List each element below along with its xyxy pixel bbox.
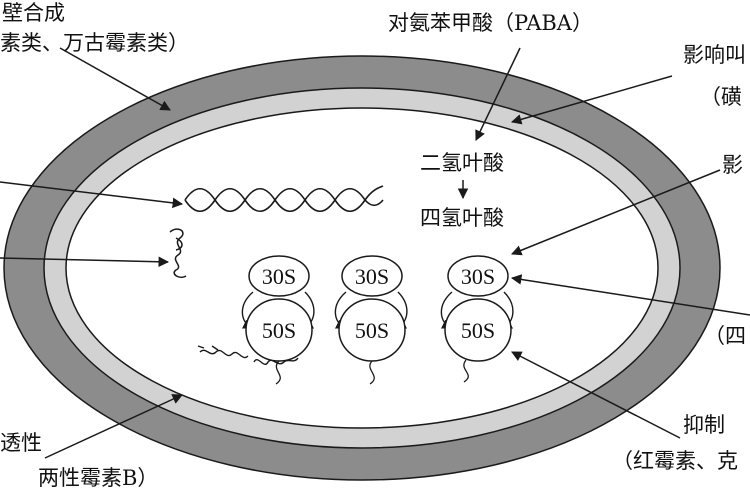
- arrow-paba-folate: [475, 47, 521, 141]
- label-erythromycin: （红霉素、克: [612, 449, 738, 473]
- arrow-50s-inhibitor: [511, 351, 681, 439]
- arrow-plasmid: [0, 256, 170, 268]
- ribosome-2-large-label: 50S: [355, 318, 389, 343]
- label-folate-synthesis: 影响叫: [683, 43, 746, 67]
- label-sulfonamides: （磺: [700, 85, 742, 109]
- label-tetrahydrofolate: 四氢叶酸: [420, 206, 504, 230]
- ribosome-1-small-label: 30S: [262, 264, 296, 289]
- label-folate-reduction: 影: [722, 153, 743, 177]
- pointer-arrows: [0, 47, 750, 459]
- ribosome-3: [440, 255, 514, 383]
- plasmid-coil: [169, 228, 187, 279]
- arrow-folate-synthesis: [510, 75, 673, 125]
- ribosome-2: [334, 255, 408, 385]
- mrna-strand: [197, 345, 299, 365]
- ribosome-1-large-label: 50S: [262, 318, 296, 343]
- arrow-dna: [0, 181, 184, 209]
- ribosome-2-small-label: 30S: [355, 264, 389, 289]
- ribosome-3-small-label: 30S: [461, 264, 495, 289]
- label-tetracyclines: （四: [704, 324, 746, 348]
- label-dihydrofolate: 二氢叶酸: [420, 151, 504, 175]
- arrow-wall-synthesis: [59, 47, 171, 111]
- arrow-membrane: [44, 394, 183, 459]
- arrow-30s-inhibitor: [510, 274, 750, 316]
- label-protein-synthesis-inhibition: 抑制: [683, 413, 725, 437]
- label-amphotericin: 两性霉素B）: [38, 466, 158, 490]
- label-paba: 对氨苯甲酸（PABA）: [388, 11, 593, 35]
- label-membrane-permeability: 透性: [0, 431, 42, 455]
- arrow-folate-reduction: [511, 169, 721, 256]
- ribosome-3-large-label: 50S: [461, 318, 495, 343]
- label-wall-synthesis-title: 壁合成: [2, 1, 65, 25]
- ribosome-1: [241, 255, 315, 385]
- label-wall-synthesis-drugs: 素类、万古霉素类）: [0, 31, 189, 55]
- dna-helix: [184, 185, 384, 213]
